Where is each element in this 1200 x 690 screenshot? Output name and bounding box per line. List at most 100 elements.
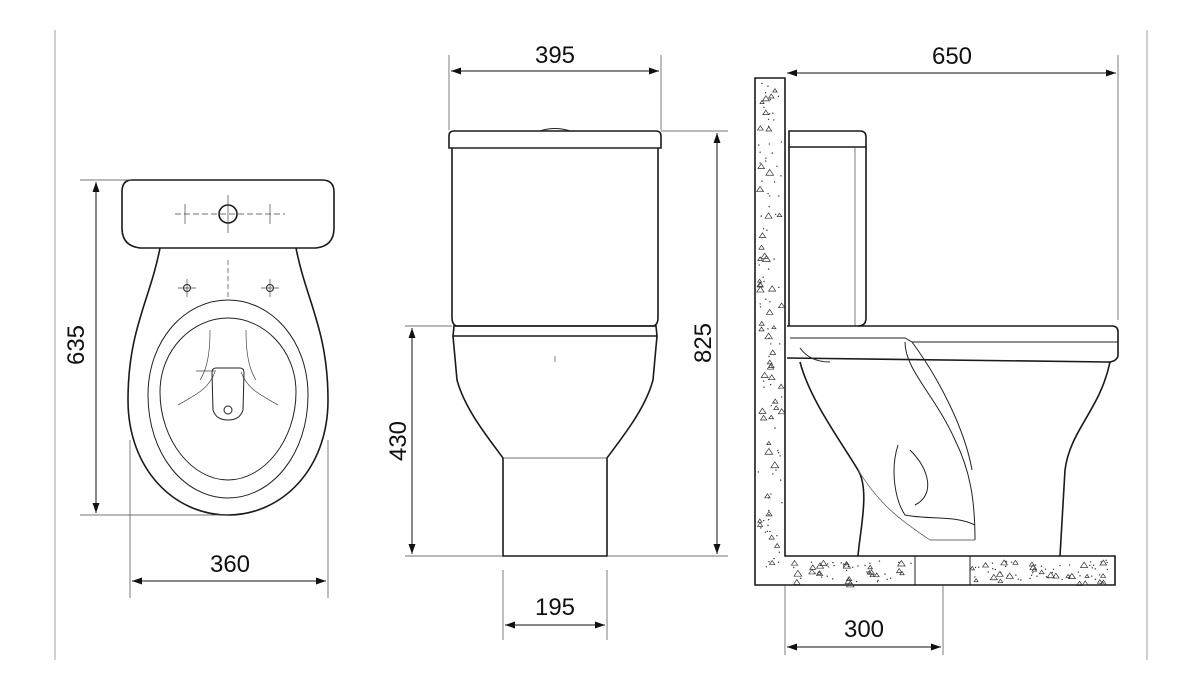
dimension-total-height-label: 825 <box>690 323 717 363</box>
tank-lid-outline <box>121 179 335 249</box>
concrete-speck <box>758 326 765 332</box>
concrete-speck <box>1040 565 1043 567</box>
concrete-speck <box>759 99 765 104</box>
concrete-speck <box>1036 575 1038 577</box>
concrete-speck <box>764 332 774 340</box>
concrete-speck <box>1029 577 1031 580</box>
concrete-speck <box>762 109 770 115</box>
concrete-speck <box>767 125 770 128</box>
concrete-speck <box>1044 568 1047 570</box>
concrete-speck <box>763 386 765 388</box>
dimension-depth: 635 <box>63 179 228 516</box>
dimension-width-label: 360 <box>210 551 250 578</box>
concrete-speck <box>762 228 765 230</box>
concrete-speck <box>1047 576 1050 579</box>
concrete-speck <box>1105 559 1107 562</box>
dimension-side-depth: 650 <box>787 43 1119 320</box>
page-frame <box>54 30 1148 660</box>
concrete-speck <box>997 578 1004 584</box>
concrete-speck <box>755 185 765 192</box>
concrete-speck <box>1017 578 1019 580</box>
concrete-speck <box>1010 561 1013 563</box>
concrete-speck <box>768 559 776 565</box>
concrete-speck <box>897 559 906 567</box>
side-trapway <box>893 341 976 541</box>
concrete-speck <box>981 561 990 568</box>
concrete-speck <box>889 577 892 579</box>
concrete-speck <box>774 427 776 429</box>
concrete-speck <box>977 566 980 568</box>
concrete-speck <box>1089 561 1092 563</box>
concrete-speck <box>769 195 771 197</box>
concrete-speck <box>757 471 760 473</box>
concrete-speck <box>780 175 782 177</box>
concrete-speck <box>757 518 763 523</box>
dimension-base-width-label: 195 <box>535 594 575 621</box>
concrete-speck <box>756 278 763 283</box>
front-tank-body <box>451 148 659 327</box>
concrete-speck <box>766 229 768 231</box>
concrete-speck <box>992 568 994 570</box>
bolt-holes <box>178 279 279 297</box>
dimension-depth-label: 635 <box>63 325 90 365</box>
side-tank-body <box>788 147 867 327</box>
concrete-speck <box>1100 561 1102 563</box>
concrete-speck <box>1028 561 1036 567</box>
concrete-speck <box>800 577 802 580</box>
concrete-speck <box>793 569 803 577</box>
concrete-speck <box>760 252 769 259</box>
concrete-speck <box>777 449 779 452</box>
concrete-speck <box>777 561 780 564</box>
concrete-speck <box>765 126 773 132</box>
concrete-speck <box>1076 580 1084 586</box>
concrete-speck <box>1061 578 1063 581</box>
concrete-speck <box>845 569 848 572</box>
concrete-speck <box>758 244 765 250</box>
concrete-speck <box>826 563 829 565</box>
concrete-speck <box>1006 575 1009 577</box>
concrete-speck <box>764 447 774 455</box>
concrete-speck <box>760 215 762 217</box>
concrete-speck <box>767 285 777 292</box>
side-bowl <box>799 361 1111 557</box>
dimension-seat-height: 430 <box>385 325 503 557</box>
concrete-speck <box>766 363 775 370</box>
wall-floor-section <box>754 77 1116 586</box>
concrete-speck <box>765 510 773 517</box>
concrete-speck <box>768 205 770 208</box>
concrete-speck <box>1051 572 1060 579</box>
concrete-speck <box>1094 578 1096 581</box>
concrete-speck <box>768 143 770 145</box>
front-seat <box>452 325 658 337</box>
concrete-speck <box>768 534 775 540</box>
concrete-speck <box>773 557 775 560</box>
concrete-speck <box>765 168 775 176</box>
concrete-speck <box>770 493 772 495</box>
concrete-speck <box>1098 574 1101 576</box>
concrete-hatching <box>755 82 1108 588</box>
center-marks <box>175 195 285 233</box>
concrete-speck <box>777 302 786 309</box>
concrete-speck <box>757 256 764 261</box>
concrete-speck <box>759 303 761 305</box>
concrete-speck <box>842 565 845 567</box>
concrete-speck <box>765 157 767 159</box>
concrete-speck <box>764 92 767 94</box>
concrete-speck <box>969 565 976 571</box>
concrete-speck <box>771 152 773 154</box>
concrete-speck <box>761 82 763 85</box>
concrete-speck <box>773 542 781 548</box>
concrete-speck <box>876 581 879 583</box>
concrete-speck <box>832 578 834 580</box>
concrete-speck <box>776 535 778 537</box>
concrete-speck <box>781 502 783 504</box>
concrete-speck <box>777 383 785 389</box>
concrete-speck <box>1059 564 1061 567</box>
concrete-speck <box>1079 561 1089 568</box>
concrete-speck <box>974 566 977 569</box>
concrete-speck <box>769 113 771 115</box>
front-view: 395 430 825 195 <box>385 42 728 640</box>
concrete-speck <box>760 527 762 529</box>
concrete-speck <box>1067 572 1077 579</box>
